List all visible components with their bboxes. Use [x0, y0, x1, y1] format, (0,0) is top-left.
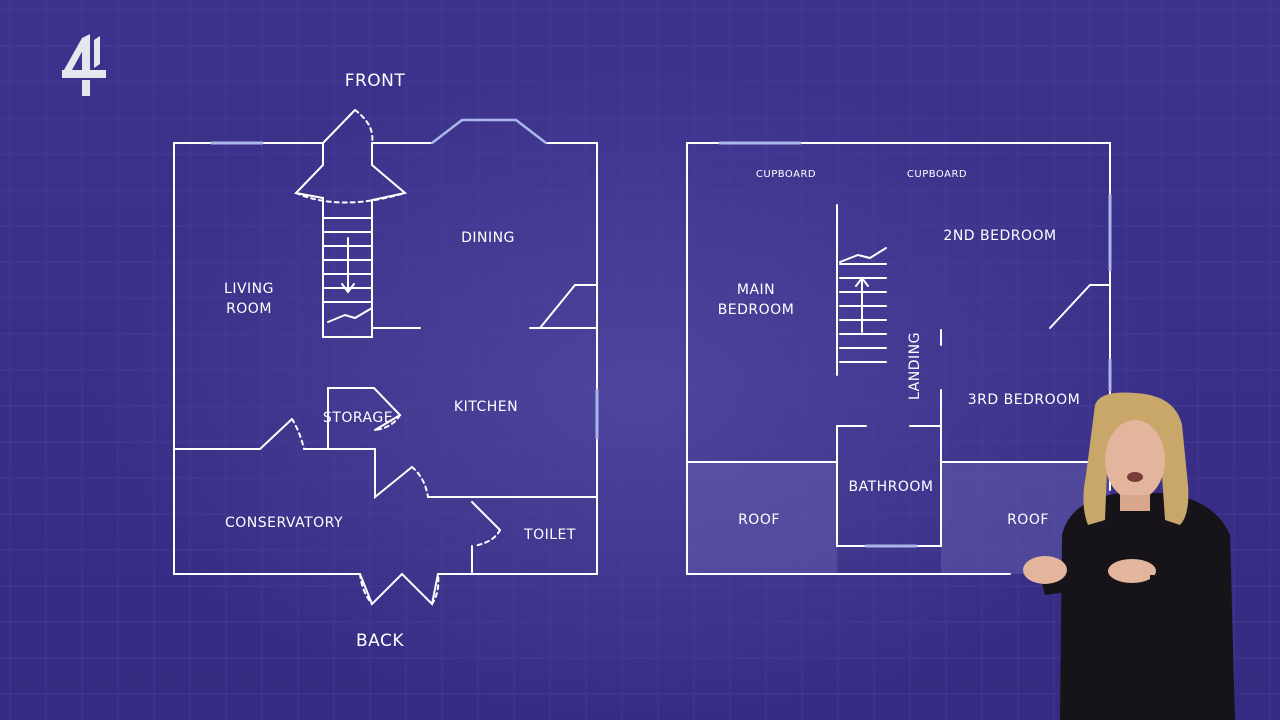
bathroom-label: BATHROOM: [848, 479, 933, 495]
channel-4-logo-icon: [62, 34, 106, 96]
first-floor-plan: [686, 141, 1112, 575]
ground-floor-plan: [173, 109, 599, 607]
landing-label: LANDING: [907, 332, 923, 400]
conservatory-label: CONSERVATORY: [225, 515, 343, 531]
roof-right-label: ROOF: [1007, 512, 1049, 528]
kitchen-label: KITCHEN: [454, 399, 518, 415]
second-bedroom-label: 2ND BEDROOM: [943, 228, 1056, 244]
living-room-label-line1: LIVING: [224, 281, 274, 297]
dining-label: DINING: [461, 230, 515, 246]
cupboard-right-label: CUPBOARD: [907, 169, 967, 180]
living-room-label-line2: ROOM: [226, 301, 272, 317]
sign-language-interpreter-icon: [1023, 392, 1235, 720]
toilet-label: TOILET: [523, 527, 576, 543]
main-bedroom-label-line1: MAIN: [737, 282, 775, 298]
roof-left-label: ROOF: [738, 512, 780, 528]
roof-area-left: [687, 462, 837, 574]
storage-label: STORAGE: [323, 410, 393, 426]
main-bedroom-label-line2: BEDROOM: [718, 302, 795, 318]
front-label: FRONT: [345, 71, 406, 91]
back-label: BACK: [356, 631, 404, 651]
cupboard-left-label: CUPBOARD: [756, 169, 816, 180]
third-bedroom-label: 3RD BEDROOM: [968, 392, 1080, 408]
